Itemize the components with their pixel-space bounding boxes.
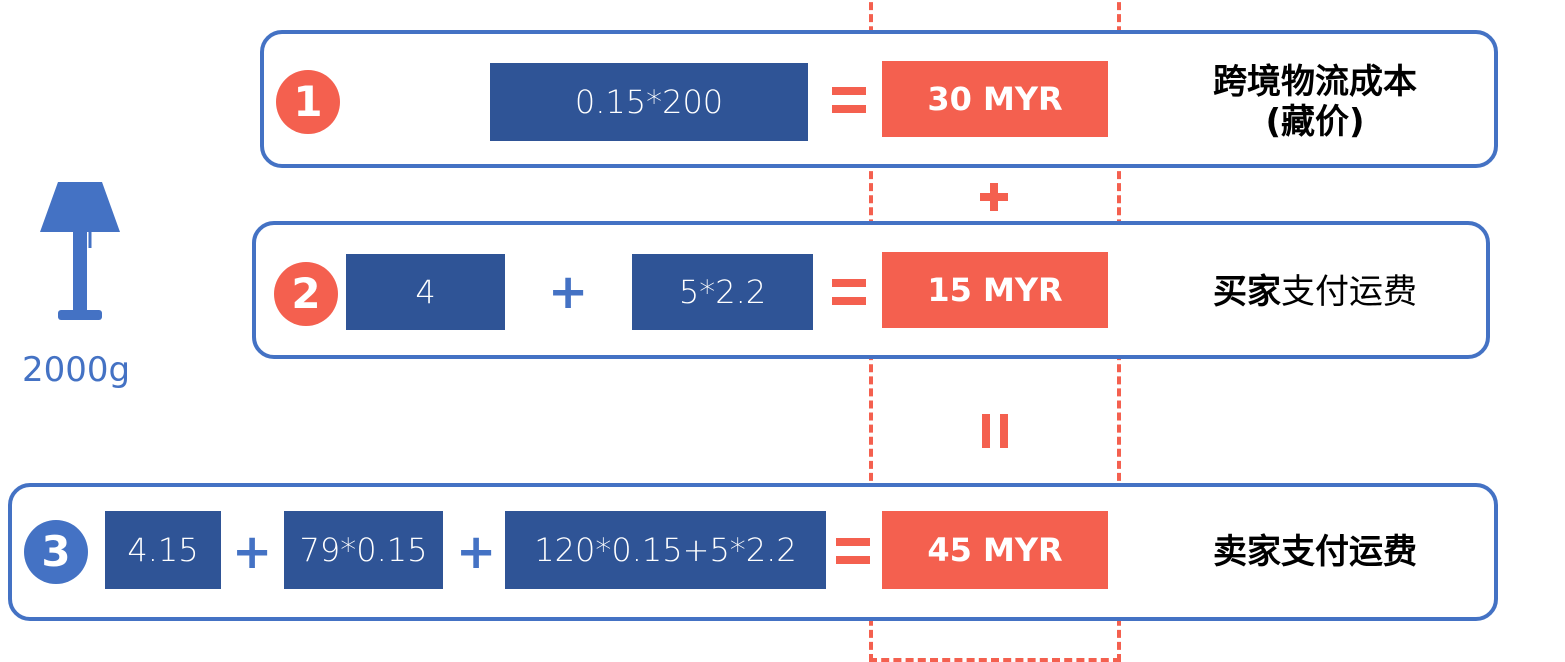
row-1-box bbox=[260, 30, 1498, 168]
row-3-plus-1: + bbox=[232, 524, 273, 580]
row-3-equals bbox=[836, 538, 870, 564]
row-2-label-bold: 买家 bbox=[1213, 272, 1281, 312]
row-2-equals bbox=[832, 279, 866, 305]
row-3-label: 卖家支付运费 bbox=[1213, 532, 1417, 572]
row-3-result: 45 MYR bbox=[882, 511, 1108, 589]
row-2-label: 买家支付运费 bbox=[1160, 270, 1470, 314]
step-3-badge: 3 bbox=[24, 520, 88, 584]
results-plus-sign bbox=[980, 183, 1008, 211]
row-2-result: 15 MYR bbox=[882, 252, 1108, 328]
product-weight: 2000g bbox=[22, 350, 131, 390]
row-1-term-1: 0.15*200 bbox=[490, 63, 808, 141]
row-2-term-2: 5*2.2 bbox=[632, 254, 813, 330]
row-1-label-line-2: (藏价) bbox=[1265, 102, 1365, 142]
results-equals-sign bbox=[982, 414, 1008, 448]
row-3-plus-2: + bbox=[456, 524, 497, 580]
row-3-term-2: 79*0.15 bbox=[284, 511, 443, 589]
row-1-label: 跨境物流成本 (藏价) bbox=[1160, 62, 1470, 142]
row-3-term-1: 4.15 bbox=[105, 511, 221, 589]
step-2-badge: 2 bbox=[274, 262, 338, 326]
row-2-plus: + bbox=[548, 264, 589, 320]
row-1-result: 30 MYR bbox=[882, 61, 1108, 137]
row-3-term-3: 120*0.15+5*2.2 bbox=[505, 511, 826, 589]
row-1-label-line-1: 跨境物流成本 bbox=[1213, 62, 1417, 102]
row-2-label-rest: 支付运费 bbox=[1281, 272, 1417, 312]
row-1-equals bbox=[832, 87, 866, 113]
lamp-icon bbox=[40, 182, 120, 320]
step-1-badge: 1 bbox=[276, 70, 340, 134]
row-2-term-1: 4 bbox=[346, 254, 505, 330]
